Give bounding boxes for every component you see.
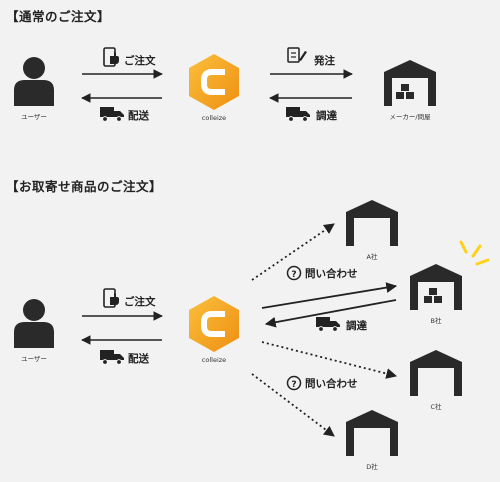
procure-label: 調達	[316, 110, 337, 122]
phone-tap-icon	[103, 47, 120, 67]
truck-icon	[99, 106, 125, 122]
truck-icon	[285, 106, 311, 122]
company-a-caption: A社	[366, 253, 378, 261]
svg-text:?: ?	[291, 380, 296, 390]
phone-tap-icon	[103, 288, 120, 308]
inquiry-arrow-b	[261, 282, 398, 309]
procure-arrow	[264, 299, 397, 328]
brand-caption: colleize	[201, 114, 227, 122]
inquiry-label-top: 問い合わせ	[305, 268, 358, 280]
question-icon: ?	[286, 265, 302, 281]
warehouse-boxes	[424, 288, 442, 303]
delivery-label: 配送	[128, 110, 149, 122]
company-d-caption: D社	[366, 463, 378, 471]
warehouse-icon-a	[346, 200, 398, 246]
delivery-label: 配送	[128, 353, 149, 365]
company-c-caption: C社	[430, 403, 442, 411]
warehouse-boxes	[396, 84, 414, 99]
highlight-rays	[459, 240, 490, 266]
clipboard-pen-icon	[287, 47, 307, 63]
warehouse-icon-c	[410, 350, 462, 396]
inquiry-arrow-a	[251, 223, 335, 281]
procure-label: 調達	[346, 320, 367, 332]
place-order-label: 発注	[314, 55, 335, 67]
colleize-logo	[189, 54, 239, 110]
user-caption: ユーザー	[21, 113, 47, 121]
order-label: ご注文	[124, 296, 156, 308]
question-icon: ?	[286, 375, 302, 391]
brand-caption: colleize	[201, 356, 227, 364]
warehouse-icon-d	[346, 410, 398, 456]
svg-text:?: ?	[291, 270, 296, 280]
user-icon	[14, 299, 54, 348]
inquiry-arrow-d	[251, 373, 335, 437]
supplier-caption: メーカー/問屋	[389, 113, 431, 121]
user-caption: ユーザー	[21, 355, 47, 363]
truck-icon	[99, 349, 125, 365]
section-title-special: 【お取寄せ商品のご注文】	[6, 179, 163, 194]
inquiry-label-bottom: 問い合わせ	[305, 378, 358, 390]
company-b-caption: B社	[430, 317, 442, 325]
order-label: ご注文	[124, 55, 156, 67]
colleize-logo	[189, 296, 239, 352]
warehouse-icon-b	[410, 264, 462, 310]
warehouse-icon	[384, 60, 436, 106]
inquiry-arrow-c	[261, 341, 398, 379]
section-title-normal: 【通常のご注文】	[6, 9, 111, 24]
truck-icon	[315, 316, 341, 332]
user-icon	[14, 57, 54, 106]
